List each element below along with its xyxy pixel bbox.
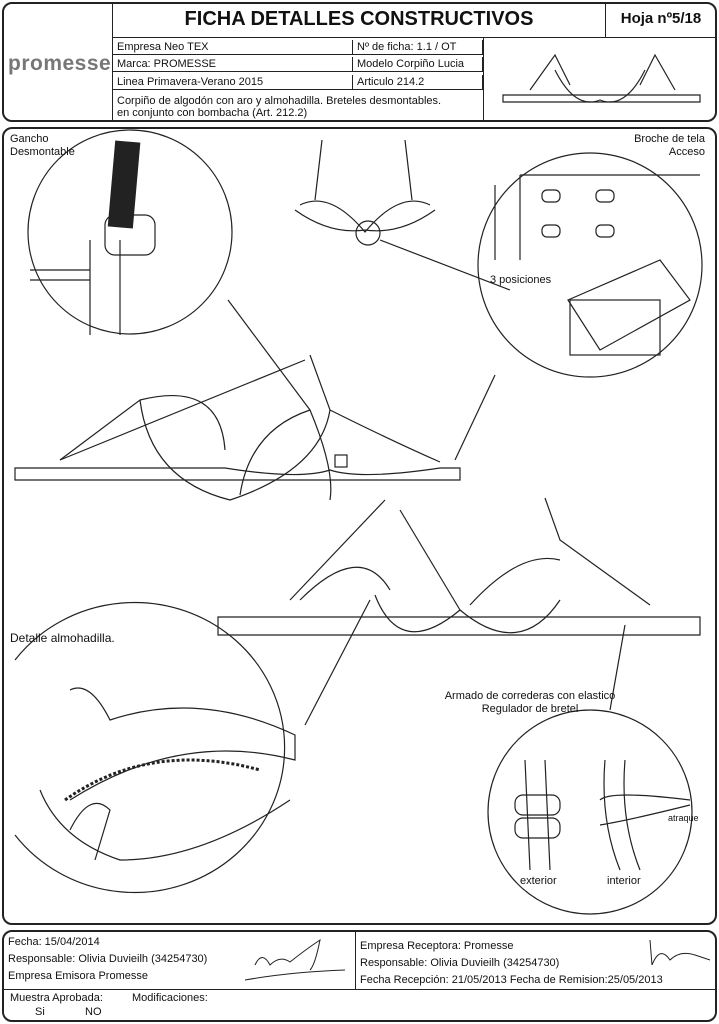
drawing-panel	[2, 127, 717, 925]
padding-detail-drawing	[39, 687, 296, 861]
modificaciones: Modificaciones:	[132, 992, 208, 1004]
label-atraque: atraque	[668, 813, 699, 823]
page-title: FICHA DETALLES CONSTRUCTIVOS	[184, 8, 534, 30]
empresa-emisora: Empresa Emisora Promesse	[8, 970, 148, 982]
label-armado: Armado de correderas con elastico	[444, 690, 616, 702]
sheet-number: Hoja nº5/18	[620, 10, 702, 27]
header-box	[2, 2, 717, 122]
option-si[interactable]: Si	[35, 1006, 45, 1018]
label-acceso: Acceso	[668, 146, 705, 158]
linea: Linea Primavera-Verano 2015	[113, 75, 353, 90]
marca: Marca: PROMESSE	[113, 57, 353, 72]
bra-drawing-top	[14, 354, 461, 501]
empresa: Empresa Neo TEX	[113, 40, 353, 55]
fecha: Fecha: 15/04/2014	[8, 936, 100, 948]
sheet-divider	[605, 3, 606, 37]
detail-circle-regulador	[487, 709, 693, 915]
label-almohadilla: Detalle almohadilla.	[10, 631, 115, 645]
label-gancho: Gancho	[10, 133, 49, 145]
label-interior: interior	[607, 875, 641, 887]
front-view-bra-drawing	[294, 139, 436, 246]
label-desmontable: Desmontable	[10, 146, 75, 158]
footer-hdivider	[3, 989, 716, 990]
label-broche: Broche de tela	[634, 133, 705, 145]
hook-drawing	[30, 140, 156, 335]
detail-circle-broche	[477, 152, 703, 378]
responsable-emisora: Responsable: Olivia Duvieilh (34254730)	[8, 953, 208, 965]
responsable-receptora: Responsable: Olivia Duvieilh (34254730)	[360, 957, 560, 969]
label-posiciones: 3 posiciones	[490, 274, 552, 286]
logo: promesse	[8, 52, 112, 75]
header-divider	[112, 3, 113, 121]
fechas-recepcion-remision: Fecha Recepción: 21/05/2013 Fecha de Rem…	[360, 974, 663, 986]
footer-vdivider	[355, 931, 356, 989]
description-1: Corpiño de algodón con aro y almohadilla…	[117, 95, 442, 107]
modelo: Modelo Corpiño Lucia	[353, 57, 483, 72]
empresa-receptora: Empresa Receptora: Promesse	[360, 940, 514, 952]
description-2: en conjunto con bombacha (Art. 212.2)	[117, 107, 308, 119]
hook-eye-drawing	[494, 174, 700, 356]
detail-circle-almohadilla	[14, 601, 286, 894]
bra-drawing-bottom	[217, 497, 701, 636]
muestra-aprobada: Muestra Aprobada:	[10, 992, 103, 1004]
label-exterior: exterior	[520, 875, 557, 887]
slider-detail-drawing	[514, 759, 691, 871]
detail-circle-gancho	[27, 129, 233, 335]
thumbnail-bra-drawing	[502, 53, 701, 103]
label-regulador: Regulador de bretel	[481, 703, 579, 715]
ficha: Nº de ficha: 1.1 / OT	[353, 40, 483, 55]
title-divider	[113, 37, 716, 38]
info-divider	[483, 38, 484, 121]
footer-box	[2, 930, 717, 1022]
articulo: Articulo 214.2	[353, 75, 483, 90]
option-no[interactable]: NO	[85, 1006, 102, 1018]
